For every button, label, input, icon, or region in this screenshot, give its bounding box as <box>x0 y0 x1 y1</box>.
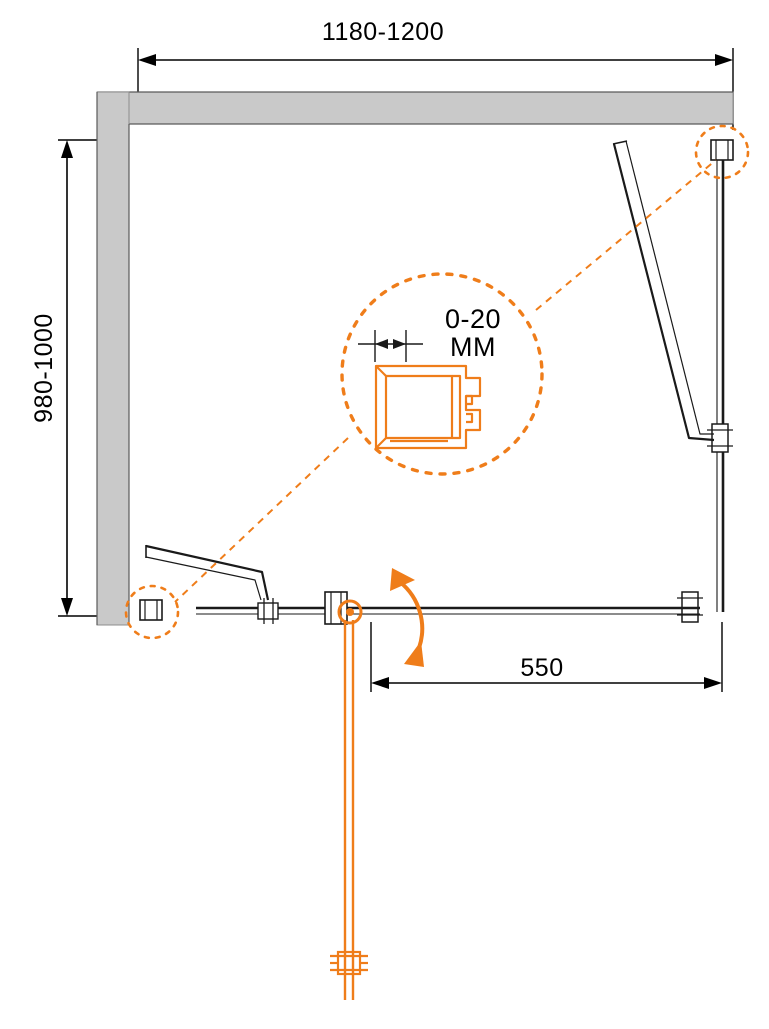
door-dimension <box>370 622 723 692</box>
detail-bubble <box>340 272 544 476</box>
door-hinge <box>324 591 363 625</box>
detail-gap-dimension <box>358 330 423 362</box>
profile-cross-section <box>374 364 482 450</box>
door-swing-arc <box>390 568 425 667</box>
height-dimension <box>58 139 120 617</box>
callout-gap-value: 0-20 <box>444 304 502 334</box>
callout-gap-units: ММ <box>450 332 496 363</box>
callout-leader-lines <box>174 159 717 603</box>
callout-target-bottom-left <box>124 584 180 640</box>
wall-top <box>96 91 734 125</box>
height-dimension-label: 980-1000 <box>30 313 58 423</box>
callout-target-top-right <box>694 124 750 180</box>
support-bar-right <box>612 140 715 442</box>
fixed-panel-right <box>677 139 734 623</box>
support-bar-left <box>145 544 270 601</box>
width-dimension-label: 1180-1200 <box>321 18 445 46</box>
door-leaf-open <box>330 620 368 1000</box>
fixed-panel-bottom <box>139 598 700 624</box>
door-dimension-label: 550 <box>520 654 564 682</box>
wall-left <box>96 91 130 626</box>
